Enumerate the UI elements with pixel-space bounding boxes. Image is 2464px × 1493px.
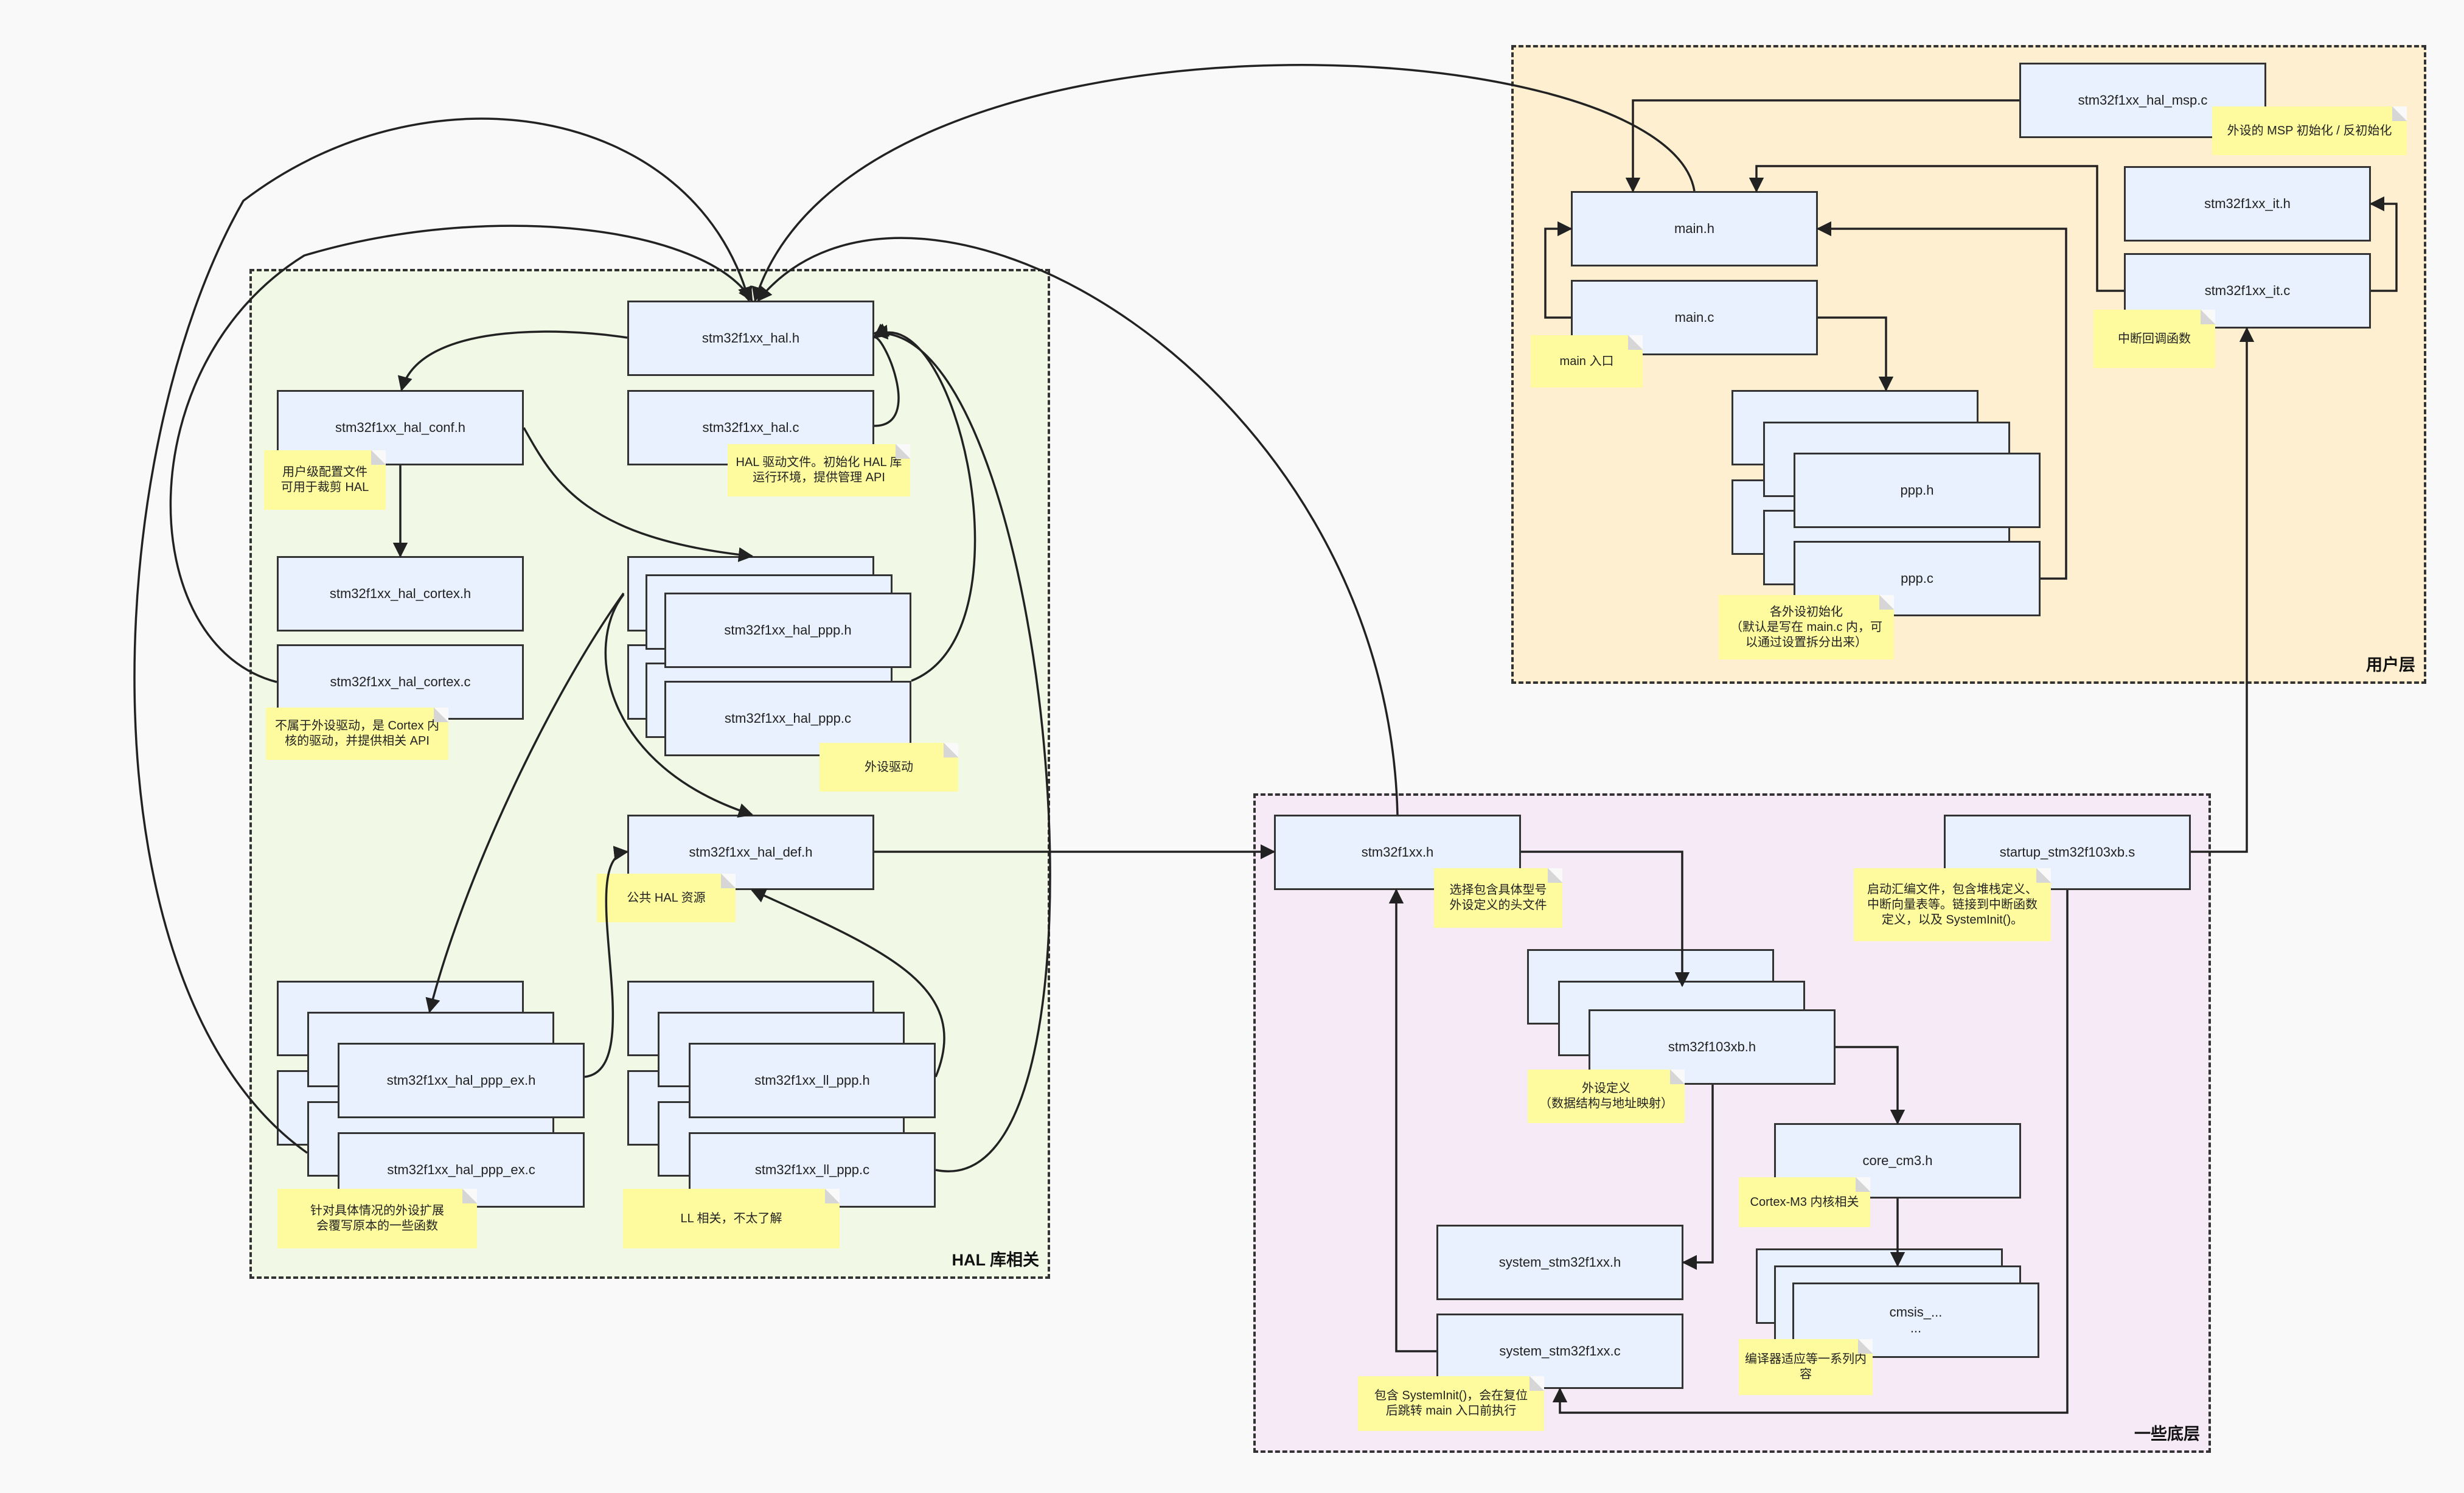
note-stm32f1xx: 选择包含具体型号 外设定义的头文件 bbox=[1434, 868, 1562, 928]
node-hal-c-label: stm32f1xx_hal.c bbox=[702, 419, 799, 435]
base-group-label: 一些底层 bbox=[2134, 1425, 2200, 1443]
node-hal-msp[interactable]: stm32f1xx_hal_msp.c bbox=[2019, 63, 2266, 138]
note-hal-conf: 用户级配置文件 可用于裁剪 HAL bbox=[264, 450, 386, 510]
node-it-c-label: stm32f1xx_it.c bbox=[2204, 282, 2291, 298]
note-main: main 入口 bbox=[1531, 335, 1643, 388]
note-msp: 外设的 MSP 初始化 / 反初始化 bbox=[2212, 106, 2407, 155]
node-stm32f103xb-h-label: stm32f103xb.h bbox=[1668, 1039, 1756, 1054]
node-system-h-label: system_stm32f1xx.h bbox=[1498, 1254, 1621, 1270]
node-system-h[interactable]: system_stm32f1xx.h bbox=[1436, 1225, 1683, 1300]
node-hal-def-label: stm32f1xx_hal_def.h bbox=[689, 844, 813, 860]
note-system: 包含 SystemInit()，会在复位 后跳转 main 入口前执行 bbox=[1358, 1376, 1544, 1431]
node-it-h-label: stm32f1xx_it.h bbox=[2204, 195, 2291, 211]
node-stm32f1xx-h-label: stm32f1xx.h bbox=[1361, 844, 1434, 860]
node-startup-label: startup_stm32f103xb.s bbox=[1999, 844, 2135, 860]
user-group-label: 用户层 bbox=[2366, 656, 2415, 674]
note-hal-c: HAL 驱动文件。初始化 HAL 库 运行环境，提供管理 API bbox=[728, 444, 910, 496]
node-hal-ppp-h[interactable]: stm32f1xx_hal_ppp.h bbox=[664, 593, 911, 668]
node-ll-ppp-h[interactable]: stm32f1xx_ll_ppp.h bbox=[689, 1043, 936, 1118]
note-ppp-user: 各外设初始化 （默认是写在 main.c 内，可 以通过设置拆分出来） bbox=[1719, 595, 1894, 659]
node-hal-ppp-ex-c-label: stm32f1xx_hal_ppp_ex.c bbox=[387, 1161, 535, 1177]
node-cmsis-label: cmsis_... ... bbox=[1889, 1304, 1943, 1335]
node-hal-ppp-ex-h[interactable]: stm32f1xx_hal_ppp_ex.h bbox=[338, 1043, 585, 1118]
node-system-c-label: system_stm32f1xx.c bbox=[1499, 1343, 1621, 1359]
note-cmsis: 编译器适应等一系列内 容 bbox=[1739, 1339, 1873, 1395]
node-main-h[interactable]: main.h bbox=[1571, 191, 1818, 266]
note-f103: 外设定义 （数据结构与地址映射） bbox=[1528, 1070, 1685, 1123]
node-main-c-label: main.c bbox=[1674, 309, 1714, 325]
node-it-h[interactable]: stm32f1xx_it.h bbox=[2124, 166, 2371, 242]
node-core-cm3-label: core_cm3.h bbox=[1862, 1152, 1933, 1168]
note-ll: LL 相关，不太了解 bbox=[623, 1189, 840, 1248]
note-startup: 启动汇编文件，包含堆栈定义、 中断向量表等。链接到中断函数 定义，以及 Syst… bbox=[1854, 868, 2051, 941]
note-def: 公共 HAL 资源 bbox=[597, 874, 736, 922]
node-hal-h[interactable]: stm32f1xx_hal.h bbox=[627, 301, 874, 376]
node-hal-ppp-h-label: stm32f1xx_hal_ppp.h bbox=[724, 622, 852, 638]
node-ppp-h-label: ppp.h bbox=[1900, 482, 1934, 498]
node-hal-h-label: stm32f1xx_hal.h bbox=[701, 330, 800, 346]
node-main-h-label: main.h bbox=[1674, 220, 1715, 236]
node-ll-ppp-c-label: stm32f1xx_ll_ppp.c bbox=[754, 1161, 870, 1177]
node-hal-conf-label: stm32f1xx_hal_conf.h bbox=[335, 419, 466, 435]
node-ll-ppp-h-label: stm32f1xx_ll_ppp.h bbox=[754, 1072, 870, 1088]
node-hal-cortex-c-label: stm32f1xx_hal_cortex.c bbox=[330, 673, 471, 689]
node-ppp-c-label: ppp.c bbox=[1901, 570, 1933, 586]
base-group: 一些底层 bbox=[1253, 793, 2211, 1453]
note-core: Cortex-M3 内核相关 bbox=[1739, 1177, 1870, 1227]
hal-group-label: HAL 库相关 bbox=[952, 1251, 1039, 1269]
note-it: 中断回调函数 bbox=[2093, 310, 2215, 368]
node-hal-ppp-c-label: stm32f1xx_hal_ppp.c bbox=[725, 710, 851, 726]
node-hal-ppp-ex-h-label: stm32f1xx_hal_ppp_ex.h bbox=[386, 1072, 536, 1088]
node-hal-msp-label: stm32f1xx_hal_msp.c bbox=[2078, 92, 2208, 108]
node-ppp-h[interactable]: ppp.h bbox=[1794, 453, 2041, 528]
node-hal-cortex-h[interactable]: stm32f1xx_hal_cortex.h bbox=[277, 556, 524, 632]
note-cortex: 不属于外设驱动，是 Cortex 内 核的驱动，并提供相关 API bbox=[266, 708, 448, 760]
node-it-c[interactable]: stm32f1xx_it.c bbox=[2124, 253, 2371, 329]
node-hal-cortex-h-label: stm32f1xx_hal_cortex.h bbox=[329, 585, 472, 601]
note-ex: 针对具体情况的外设扩展 会覆写原本的一些函数 bbox=[277, 1189, 477, 1248]
note-ppp: 外设驱动 bbox=[820, 743, 958, 792]
